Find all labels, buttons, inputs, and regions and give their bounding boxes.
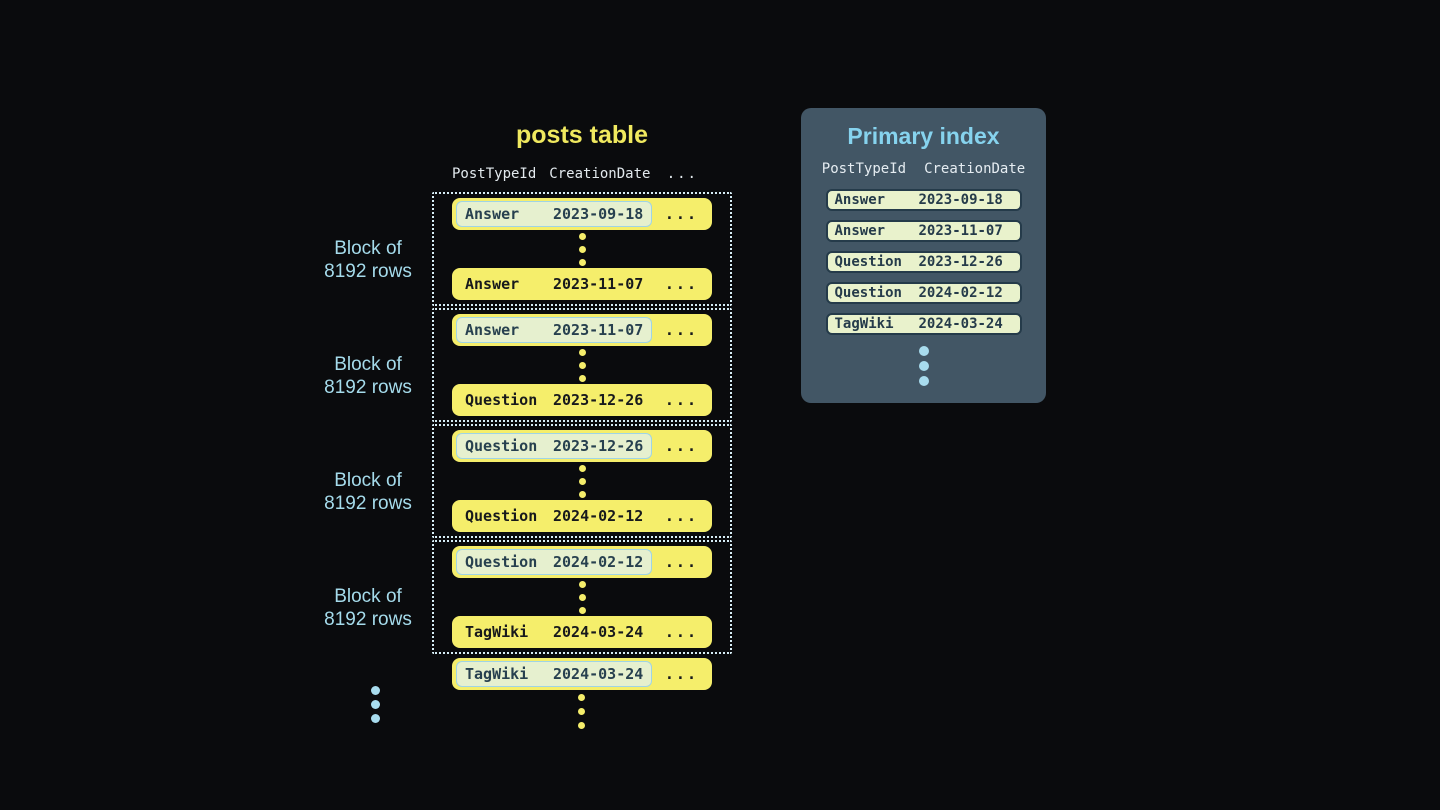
cell-creationdate: 2024-03-24 [553, 665, 644, 683]
primary-index-panel: Primary index PostTypeId CreationDate An… [801, 108, 1046, 403]
more-entries-ellipsis [801, 346, 1046, 386]
row-more-ellipsis: ... [664, 507, 698, 525]
indexed-row-highlight: Answer 2023-11-07 [456, 317, 653, 343]
block-label: Block of 8192 rows [324, 586, 412, 630]
table-block-4: Question 2024-02-12 ... TagWiki 2024-03-… [432, 540, 732, 654]
primary-index-title: Primary index [847, 123, 1000, 149]
index-entry: Question 2024-02-12 [825, 282, 1022, 304]
table-row: Answer 2023-09-18 ... [452, 198, 712, 230]
more-blocks-ellipsis [371, 686, 380, 723]
hidden-rows-ellipsis [452, 462, 712, 500]
table-row: Question 2024-02-12 ... [452, 500, 712, 532]
indexed-row-highlight: Answer 2023-09-18 [456, 201, 653, 227]
table-row: Question 2024-02-12 ... [452, 546, 712, 578]
more-rows-ellipsis [578, 694, 585, 729]
cell-creationdate: 2024-02-12 [553, 553, 644, 571]
column-header-creationdate: CreationDate [924, 161, 1026, 177]
indexed-row-highlight: Question 2024-02-12 [456, 549, 653, 575]
table-block-1: Answer 2023-09-18 ... Answer 2023-11-07 … [432, 192, 732, 306]
hidden-rows-ellipsis [452, 230, 712, 268]
cell-posttypeid: Question [465, 507, 538, 525]
table-row: Question 2023-12-26 ... [452, 430, 712, 462]
table-row: Answer 2023-11-07 ... [452, 314, 712, 346]
hidden-rows-ellipsis [452, 578, 712, 616]
table-row: Question 2023-12-26 ... [452, 384, 712, 416]
table-row: TagWiki 2024-03-24 ... [452, 616, 712, 648]
cell-posttypeid: Answer [465, 275, 520, 293]
cell-posttypeid: TagWiki [465, 665, 529, 683]
cell-creationdate: 2023-12-26 [553, 391, 644, 409]
row-more-ellipsis: ... [664, 623, 698, 641]
row-more-ellipsis: ... [664, 205, 698, 223]
posts-table-title: posts table [516, 121, 648, 149]
indexed-row-highlight: Question 2023-12-26 [456, 433, 653, 459]
table-block-3: Question 2023-12-26 ... Question 2024-02… [432, 424, 732, 538]
block-label: Block of 8192 rows [324, 238, 412, 282]
cell-creationdate: 2024-02-12 [553, 507, 644, 525]
table-row: Answer 2023-11-07 ... [452, 268, 712, 300]
cell-posttypeid: TagWiki [465, 623, 529, 641]
block-label: Block of 8192 rows [324, 354, 412, 398]
primary-index-entries: Answer 2023-09-18 Answer 2023-11-07 Ques… [801, 189, 1046, 335]
hidden-rows-ellipsis [452, 346, 712, 384]
column-header-creationdate: CreationDate [549, 166, 651, 182]
row-more-ellipsis: ... [664, 553, 698, 571]
posts-table-blocks: Answer 2023-09-18 ... Answer 2023-11-07 … [432, 192, 732, 654]
cell-posttypeid: Answer [465, 321, 520, 339]
index-entry: Question 2023-12-26 [825, 251, 1022, 273]
column-header-posttypeid: PostTypeId [821, 161, 907, 177]
cell-creationdate: 2023-11-07 [553, 275, 644, 293]
table-block-2: Answer 2023-11-07 ... Question 2023-12-2… [432, 308, 732, 422]
index-entry: TagWiki 2024-03-24 [825, 313, 1022, 335]
cell-posttypeid: Question [465, 437, 538, 455]
row-more-ellipsis: ... [664, 321, 698, 339]
posts-table-column-headers: PostTypeId CreationDate ... [432, 166, 732, 182]
cell-posttypeid: Question [465, 391, 538, 409]
block-label: Block of 8192 rows [324, 470, 412, 514]
cell-creationdate: 2024-03-24 [553, 623, 644, 641]
cell-posttypeid: Answer [465, 205, 520, 223]
cell-creationdate: 2023-12-26 [553, 437, 644, 455]
index-entry: Answer 2023-09-18 [825, 189, 1022, 211]
index-entry: Answer 2023-11-07 [825, 220, 1022, 242]
cell-posttypeid: Question [465, 553, 538, 571]
cell-creationdate: 2023-09-18 [553, 205, 644, 223]
indexed-row-highlight: TagWiki 2024-03-24 [456, 661, 653, 687]
more-columns-ellipsis: ... [666, 166, 698, 182]
column-header-posttypeid: PostTypeId [452, 166, 537, 182]
row-more-ellipsis: ... [664, 665, 698, 683]
row-more-ellipsis: ... [664, 391, 698, 409]
primary-index-column-headers: PostTypeId CreationDate [801, 161, 1046, 177]
row-more-ellipsis: ... [664, 275, 698, 293]
table-row-tail: TagWiki 2024-03-24 ... [452, 658, 712, 690]
row-more-ellipsis: ... [664, 437, 698, 455]
cell-creationdate: 2023-11-07 [553, 321, 644, 339]
